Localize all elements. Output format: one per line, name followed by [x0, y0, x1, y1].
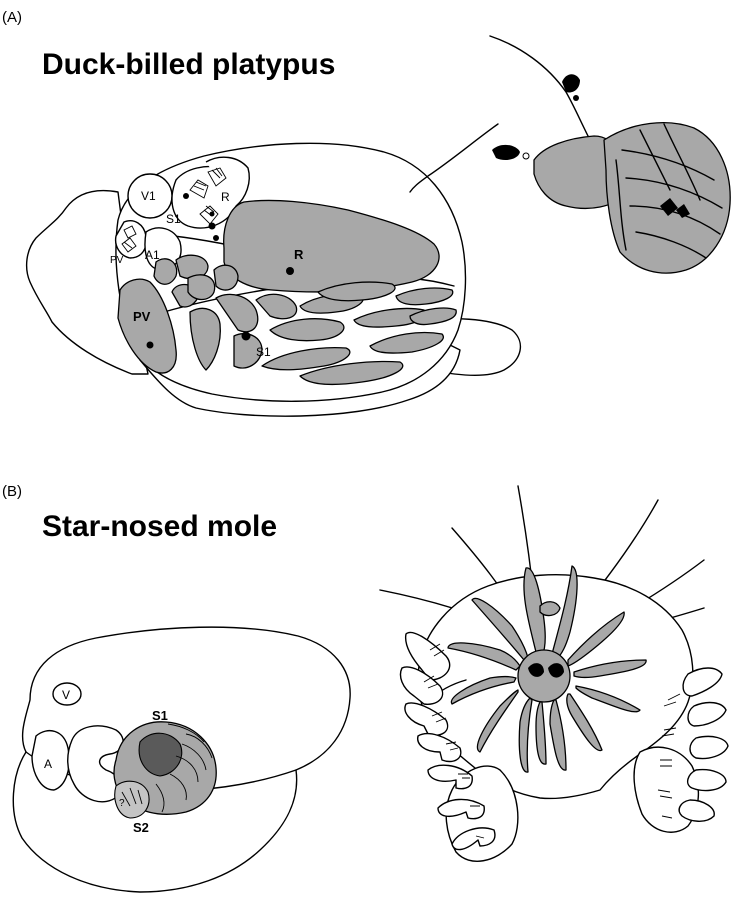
label-r-large: R [294, 247, 304, 262]
label-pv-large: PV [133, 309, 151, 324]
label-pv-small: PV [110, 255, 124, 266]
panel-b: (B) Star-nosed mole [2, 483, 728, 892]
platypus-brain: V1 A1 PV S1 R R PV S1 [27, 143, 521, 416]
panel-a: (A) Duck-billed platypus [2, 9, 730, 416]
label-a: A [44, 757, 52, 771]
label-s1: S1 [152, 708, 168, 723]
label-s1-large: S1 [256, 345, 271, 359]
label-v: V [62, 688, 70, 702]
mole-brain: V A S1 S2 ? [13, 627, 350, 892]
label-s1-small: S1 [166, 212, 181, 226]
label-question: ? [119, 798, 125, 809]
panel-a-label: (A) [2, 9, 22, 26]
panel-a-title: Duck-billed platypus [42, 48, 335, 81]
star-nosed-mole-illustration [380, 486, 728, 861]
panel-b-label: (B) [2, 483, 22, 500]
label-v1: V1 [141, 189, 156, 203]
label-a1: A1 [145, 248, 160, 262]
panel-b-title: Star-nosed mole [42, 510, 277, 543]
label-r-small: R [221, 190, 230, 204]
label-s2: S2 [133, 820, 149, 835]
